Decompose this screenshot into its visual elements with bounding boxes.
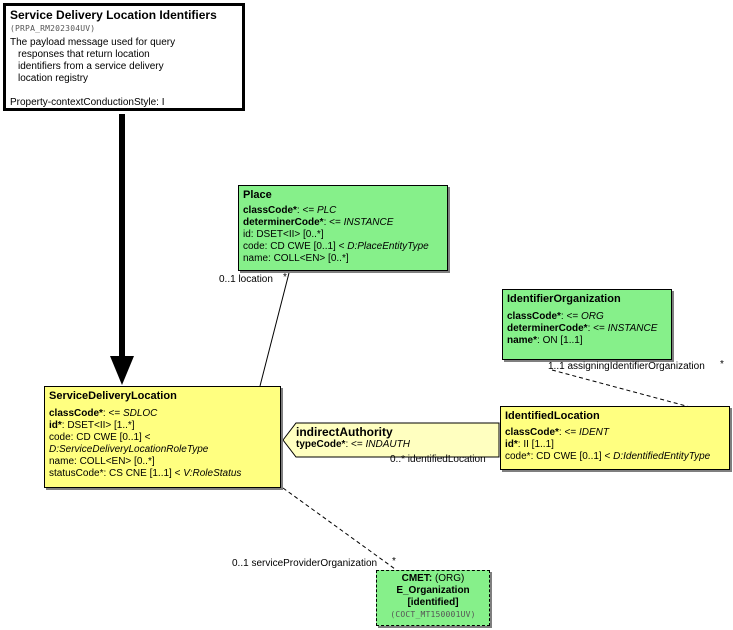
identified-location-class-box: IdentifiedLocation classCode*: <= IDENT … [500, 406, 730, 470]
cmet-header: CMET: (ORG) [401, 573, 465, 584]
place-code: code: CD CWE [0..1] < D:PlaceEntityType [243, 241, 429, 252]
place-name: name: COLL<EN> [0..*] [243, 253, 349, 264]
place-classcode: classCode*: <= PLC [243, 205, 337, 216]
indirect-authority-label: indirectAuthority typeCode*: <= INDAUTH [296, 425, 410, 451]
assigning-organization-line [551, 369, 691, 408]
assigning-organization-star: * [720, 359, 724, 370]
description-line: identifiers from a service delivery [18, 61, 164, 72]
service-delivery-location-class-box: ServiceDeliveryLocation classCode*: <= S… [44, 386, 281, 488]
sdl-code: code: CD CWE [0..1] < [49, 432, 151, 443]
identified-location-id: id*: II [1..1] [505, 439, 554, 450]
cmet-name: E_Organization [396, 585, 470, 596]
identifier-organization-title: IdentifierOrganization [507, 293, 621, 305]
location-association-line [259, 272, 290, 387]
sdl-name: name: COLL<EN> [0..*] [49, 456, 155, 467]
service-delivery-location-title: ServiceDeliveryLocation [49, 390, 177, 402]
identifier-organization-name: name*: ON [1..1] [507, 335, 583, 346]
location-role-label: 0..1 location [219, 274, 273, 285]
cmet-organization-box: CMET: (ORG) E_Organization [identified] … [376, 570, 490, 626]
identifier-organization-determinercode: determinerCode*: <= INSTANCE [507, 323, 658, 334]
description-line: responses that return location [18, 49, 150, 60]
identifier-organization-class-box: IdentifierOrganization classCode*: <= OR… [502, 289, 672, 360]
place-id: id: DSET<II> [0..*] [243, 229, 324, 240]
sdl-classcode: classCode*: <= SDLOC [49, 408, 158, 419]
assigning-organization-label: 1..1 assigningIdentifierOrganization [548, 361, 705, 372]
service-provider-label: 0..1 serviceProviderOrganization [232, 558, 378, 569]
description-line: location registry [18, 73, 89, 84]
identified-location-classcode: classCode*: <= IDENT [505, 427, 609, 438]
service-provider-star: * [392, 556, 396, 567]
place-class-box: Place classCode*: <= PLC determinerCode*… [238, 185, 448, 271]
identifier-organization-classcode: classCode*: <= ORG [507, 311, 604, 322]
indirect-authority-typecode: typeCode*: <= INDAUTH [296, 439, 410, 450]
indirect-authority-arc [282, 422, 500, 458]
identified-location-title: IdentifiedLocation [505, 410, 600, 422]
service-provider-line [282, 487, 396, 570]
cmet-id: (COCT_MT150001UV) [390, 610, 476, 619]
identified-location-role-label: 0..* identifiedLocation [390, 454, 486, 465]
sdl-id: id*: DSET<II> [1..*] [49, 420, 135, 431]
model-title: Service Delivery Location Identifiers [10, 8, 217, 22]
place-title: Place [243, 189, 272, 201]
identified-location-code: code*: CD CWE [0..1] < D:IdentifiedEntit… [505, 451, 711, 462]
sdl-statuscode: statusCode*: CS CNE [1..1] < V:RoleStatu… [49, 468, 242, 479]
description-line: The payload message used for query [10, 37, 176, 48]
cmet-flavor: [identified] [407, 597, 459, 608]
place-determinercode: determinerCode*: <= INSTANCE [243, 217, 394, 228]
entry-arrow-head [110, 356, 134, 385]
model-header-box: Service Delivery Location Identifiers (P… [3, 3, 245, 111]
indirect-authority-title: indirectAuthority [296, 425, 393, 439]
sdl-code-value: D:ServiceDeliveryLocationRoleType [49, 444, 209, 455]
location-multiplicity-star: * [283, 272, 287, 283]
model-description: The payload message used for query respo… [10, 37, 238, 85]
model-id: (PRPA_RM202304UV) [10, 24, 96, 33]
model-property: Property-contextConductionStyle: I [10, 97, 165, 108]
